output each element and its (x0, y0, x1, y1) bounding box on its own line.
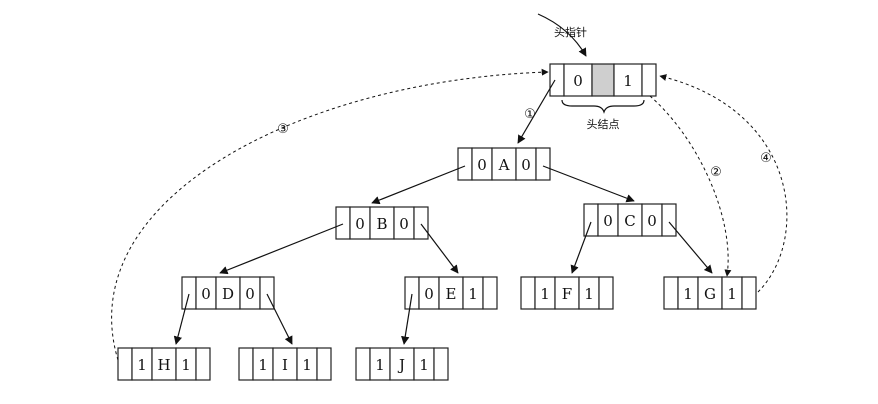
edge-head-to-a (517, 79, 556, 144)
edge-c-to-f (570, 221, 592, 274)
node-a-rtag: 0 (521, 156, 531, 174)
head-pointer-label: 头指针 (554, 25, 587, 39)
node-b-rtag: 0 (399, 215, 409, 233)
thread-h-to-head (111, 68, 549, 361)
tree-node-b: 0 B 0 (335, 206, 429, 240)
head-node-label: 头结点 (587, 118, 620, 131)
thread-edges (111, 68, 788, 361)
tree-node-i: 1 I 1 (238, 347, 332, 381)
head-node-ltag: 0 (573, 72, 583, 90)
node-b-data: B (376, 215, 387, 233)
edge-a-to-c (542, 165, 635, 203)
node-d-rtag: 0 (245, 285, 255, 303)
edge-e-to-j (401, 293, 413, 345)
node-h-ltag: 1 (137, 356, 147, 374)
node-f-data: F (562, 285, 572, 303)
node-e-rtag: 1 (468, 285, 478, 303)
node-b-ltag: 0 (355, 215, 365, 233)
head-node-brace (561, 99, 645, 114)
tree-node-d: 0 D 0 (181, 276, 275, 310)
edge-a-to-b (371, 165, 466, 205)
thread-g-to-head (659, 74, 788, 293)
child-edges (173, 79, 713, 345)
tree-node-f: 1 F 1 (520, 276, 614, 310)
node-e-data: E (446, 285, 457, 303)
tree-node-a: 0 A 0 (457, 147, 551, 181)
tree-node-c: 0 C 0 (583, 203, 677, 237)
node-g-data: G (704, 285, 716, 303)
node-j-rtag: 1 (419, 356, 429, 374)
node-f-ltag: 1 (540, 285, 550, 303)
edge-d-to-i (266, 293, 293, 345)
thread-label-3: ③ (277, 122, 289, 137)
node-g-rtag: 1 (727, 285, 737, 303)
node-c-ltag: 0 (603, 212, 613, 230)
thread-head-to-g (649, 95, 732, 277)
node-h-rtag: 1 (181, 356, 191, 374)
node-a-ltag: 0 (477, 156, 487, 174)
edge-b-to-e (420, 223, 459, 274)
head-node-rchild-cell (641, 63, 657, 97)
edge-c-to-g (668, 221, 713, 274)
node-d-data: D (222, 285, 234, 303)
node-d-ltag: 0 (201, 285, 211, 303)
node-i-rtag: 1 (302, 356, 312, 374)
head-node: 0 1 (549, 63, 657, 97)
node-i-ltag: 1 (258, 356, 268, 374)
node-g-ltag: 1 (683, 285, 693, 303)
tree-node-h: 1 H 1 (117, 347, 211, 381)
head-pointer: 头指针 (537, 13, 587, 57)
head-node-rtag-cell (613, 63, 643, 97)
node-i-data: I (282, 356, 288, 374)
node-c-data: C (624, 212, 635, 230)
tree-node-g: 1 G 1 (663, 276, 757, 310)
node-f-rtag: 1 (584, 285, 594, 303)
edge-d-to-h (173, 293, 190, 345)
node-c-rtag: 0 (647, 212, 657, 230)
head-node-data-cell (591, 63, 615, 97)
head-pointer-arrow (537, 13, 587, 57)
thread-label-1: ① (524, 107, 536, 122)
node-h-data: H (157, 356, 170, 374)
thread-label-4: ④ (760, 151, 772, 166)
tree-node-e: 0 E 1 (404, 276, 498, 310)
node-j-data: J (397, 356, 405, 374)
node-j-ltag: 1 (375, 356, 385, 374)
edge-b-to-d (219, 223, 344, 275)
tree-node-j: 1 J 1 (355, 347, 449, 381)
thread-label-2: ② (710, 165, 722, 180)
head-node-lchild-cell (549, 63, 565, 97)
node-a-data: A (498, 156, 510, 174)
head-node-rtag: 1 (623, 72, 633, 90)
node-e-ltag: 0 (424, 285, 434, 303)
